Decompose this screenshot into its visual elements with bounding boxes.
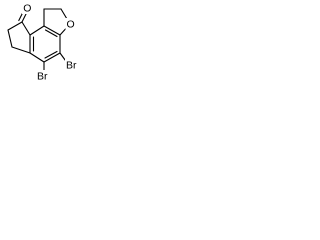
atom-bg-br-upper <box>65 59 82 71</box>
atom-bg-furan-o <box>65 18 76 30</box>
bond-cp-3 <box>11 46 31 54</box>
carbonyl-oxygen-label: O <box>23 2 31 14</box>
atom-bg-br-lower <box>36 70 53 82</box>
bond-ring-bottom-left <box>29 52 45 63</box>
bond-ketone-carbon <box>21 21 31 36</box>
bromine-lower-label: Br <box>37 70 48 82</box>
furan-oxygen-label: O <box>67 18 75 30</box>
bond-ring-bottom-right <box>43 52 61 63</box>
bromine-upper-label: Br <box>66 59 77 71</box>
bond-ring-bottom-right-inner <box>44 50 58 59</box>
bond-ring-top <box>43 25 61 36</box>
bond-ring-top-inner <box>44 29 58 38</box>
bond-cp-2 <box>7 29 13 48</box>
atom-bg-ketone-o <box>22 2 32 14</box>
bond-ring-top-left <box>29 25 45 36</box>
bond-cp-1 <box>7 21 23 31</box>
chemical-structure-diagram: O O Br Br <box>7 2 82 82</box>
